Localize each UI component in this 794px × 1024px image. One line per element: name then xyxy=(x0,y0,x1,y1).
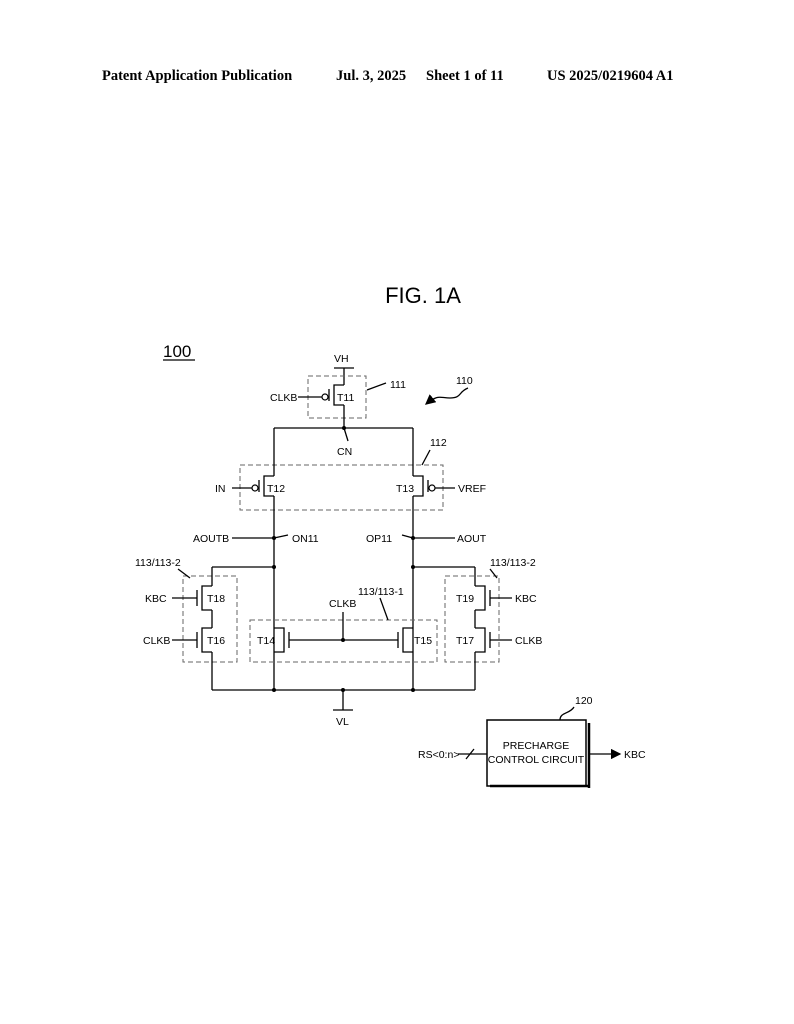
ref-112: 112 xyxy=(430,437,447,449)
aout-label: AOUT xyxy=(457,533,487,545)
bus-slash xyxy=(465,748,475,760)
t11-bubble xyxy=(321,393,329,401)
box-113-2-left xyxy=(182,575,238,663)
t13-channel xyxy=(413,475,424,497)
block-label-line2: CONTROL CIRCUIT xyxy=(488,754,585,766)
junction-dot xyxy=(272,688,276,692)
block-label-line1: PRECHARGE xyxy=(503,740,570,752)
t12-channel xyxy=(263,475,274,497)
leader xyxy=(401,534,414,539)
leader xyxy=(343,427,349,442)
t18-channel xyxy=(201,585,212,611)
op11-label: OP11 xyxy=(366,533,392,545)
clkb-mid-label: CLKB xyxy=(329,598,356,610)
ref-113-1: 113/113-1 xyxy=(358,586,404,598)
vh-label: VH xyxy=(334,353,349,365)
t13-label: T13 xyxy=(396,483,414,495)
kbc-right-label: KBC xyxy=(515,593,537,605)
on11-label: ON11 xyxy=(292,533,319,545)
junction-dot xyxy=(341,638,345,642)
ref-113-2-right: 113/113-2 xyxy=(490,557,536,569)
leader xyxy=(177,568,191,579)
t14-channel xyxy=(274,627,285,653)
header-date: Jul. 3, 2025 xyxy=(336,68,407,84)
junction-dot xyxy=(411,565,415,569)
box-113-2-right xyxy=(444,575,500,663)
t18-label: T18 xyxy=(207,593,225,605)
leader xyxy=(366,382,387,391)
box-113-1 xyxy=(249,619,438,663)
t12-bubble xyxy=(251,484,259,492)
figure-title: FIG. 1A xyxy=(385,283,461,308)
ref-110: 110 xyxy=(456,375,473,387)
clkb-right-label: CLKB xyxy=(515,635,542,647)
kbc-out-label: KBC xyxy=(624,749,646,761)
kbc-left-label: KBC xyxy=(145,593,167,605)
t19-label: T19 xyxy=(456,593,474,605)
t14-label: T14 xyxy=(257,635,275,647)
junction-dot xyxy=(272,565,276,569)
t17-label: T17 xyxy=(456,635,474,647)
vref-label: VREF xyxy=(458,483,486,495)
leader xyxy=(379,597,389,621)
precharge-control-block xyxy=(486,719,587,787)
ref-111: 111 xyxy=(390,379,406,391)
ref-110-arrow xyxy=(425,387,469,405)
clkb-left-label: CLKB xyxy=(143,635,170,647)
leader xyxy=(489,568,498,579)
ref-100: 100 xyxy=(163,342,191,361)
cn-label: CN xyxy=(337,446,352,458)
clkb-t11-label: CLKB xyxy=(270,392,297,404)
t11-channel xyxy=(333,384,344,406)
t12-label: T12 xyxy=(267,483,285,495)
page-header: Patent Application Publication Jul. 3, 2… xyxy=(0,68,794,88)
leader xyxy=(559,706,575,721)
in-label: IN xyxy=(215,483,226,495)
t16-channel xyxy=(201,627,212,653)
junction-dot xyxy=(411,688,415,692)
header-publication: Patent Application Publication xyxy=(102,68,293,84)
t16-label: T16 xyxy=(207,635,225,647)
t13-bubble xyxy=(428,484,436,492)
aoutb-label: AOUTB xyxy=(193,533,229,545)
ref-120: 120 xyxy=(575,695,593,707)
t15-channel xyxy=(402,627,413,653)
ref-113-2-left: 113/113-2 xyxy=(135,557,181,569)
header-sheet: Sheet 1 of 11 xyxy=(426,68,504,84)
t19-channel xyxy=(475,585,486,611)
leader xyxy=(273,534,289,539)
header-patent-number: US 2025/0219604 A1 xyxy=(547,68,674,84)
t17-channel xyxy=(475,627,486,653)
rs-label: RS<0:n> xyxy=(418,749,459,761)
t11-label: T11 xyxy=(337,392,354,404)
leader xyxy=(421,449,431,466)
t15-label: T15 xyxy=(414,635,432,647)
vl-label: VL xyxy=(336,716,349,728)
